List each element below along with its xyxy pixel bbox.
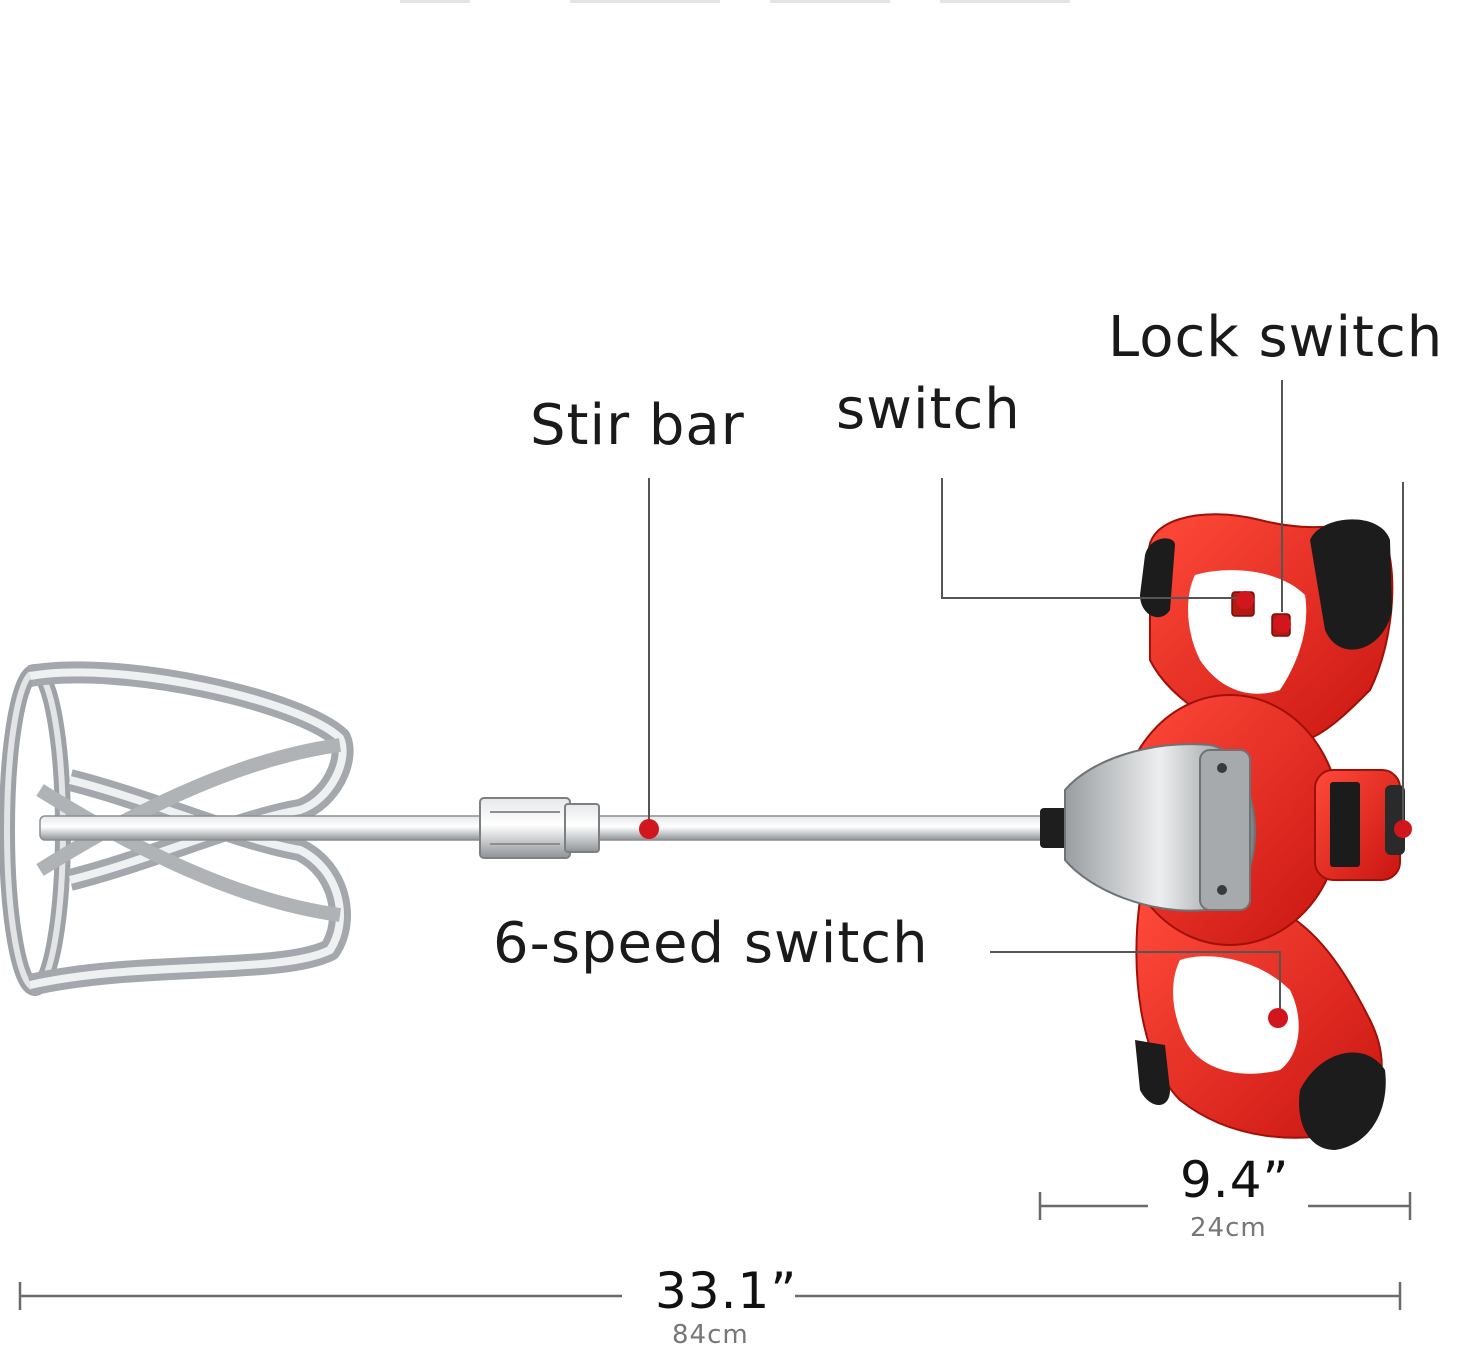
dimension-lines — [18, 1192, 1412, 1310]
speed-switch-leader — [990, 951, 1281, 1015]
callout-lines — [648, 380, 1404, 1015]
speed-switch-label: 6-speed switch — [493, 911, 929, 976]
speed-switch-marker-dot — [1268, 1008, 1288, 1028]
stir-bar-marker-dot — [639, 819, 659, 839]
overall-length-imperial: 33.1” — [655, 1262, 798, 1320]
switch-label: switch — [836, 377, 1021, 442]
overall-length-metric: 84cm — [672, 1320, 749, 1350]
handle-width-metric: 24cm — [1190, 1213, 1267, 1243]
mixer-illustration — [0, 513, 1405, 1150]
switch-leader — [941, 478, 1242, 599]
callout-markers — [639, 591, 1412, 1028]
handle-width-imperial: 9.4” — [1180, 1151, 1290, 1209]
side-marker-dot — [1394, 820, 1412, 838]
lock-switch-marker-dot — [1273, 615, 1291, 633]
stir-bar-label: Stir bar — [530, 393, 745, 458]
lock-switch-label: Lock switch — [1108, 305, 1444, 370]
switch-marker-dot — [1236, 591, 1254, 609]
